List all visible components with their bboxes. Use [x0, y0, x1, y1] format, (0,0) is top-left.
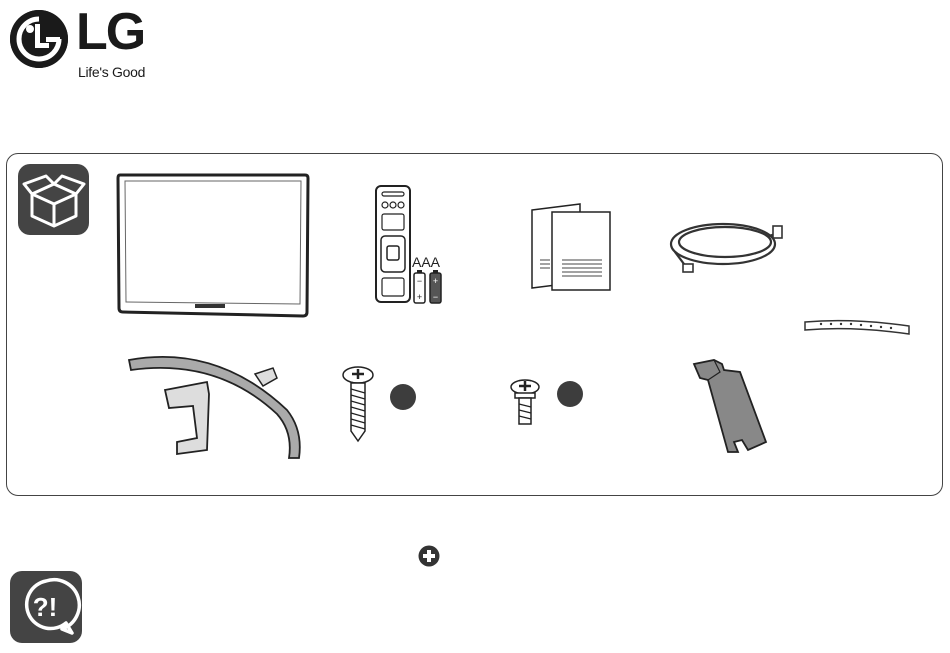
- battery-icon: − + + −: [413, 270, 443, 304]
- cable-holder-illustration: [803, 316, 913, 338]
- question-exclamation-bubble-icon: ?!: [10, 571, 82, 643]
- svg-text:+: +: [433, 276, 438, 286]
- screw-quantity-badge: [390, 384, 416, 410]
- stand-illustration: [127, 350, 305, 460]
- open-box-icon: [18, 164, 89, 235]
- power-cord-illustration: [665, 212, 785, 274]
- owners-manual-illustration: [530, 202, 612, 292]
- svg-text:?!: ?!: [33, 592, 58, 622]
- remote-control-illustration: [374, 184, 412, 304]
- tv-illustration: [115, 172, 310, 320]
- stand-screw-long-illustration: [341, 365, 375, 445]
- lg-logo: LG Life's Good: [10, 10, 160, 85]
- lg-face-logo-icon: [10, 10, 68, 68]
- brand-name: LG: [76, 6, 144, 58]
- battery-label: AAA: [412, 254, 440, 270]
- screw-quantity-badge: [557, 381, 583, 407]
- plus-circle-icon: [418, 545, 440, 567]
- stand-screw-short-illustration: [509, 378, 541, 428]
- svg-text:−: −: [433, 292, 438, 302]
- svg-text:+: +: [417, 292, 422, 302]
- brand-tagline: Life's Good: [78, 64, 145, 80]
- svg-text:−: −: [417, 276, 422, 286]
- cable-guide-illustration: [690, 358, 770, 453]
